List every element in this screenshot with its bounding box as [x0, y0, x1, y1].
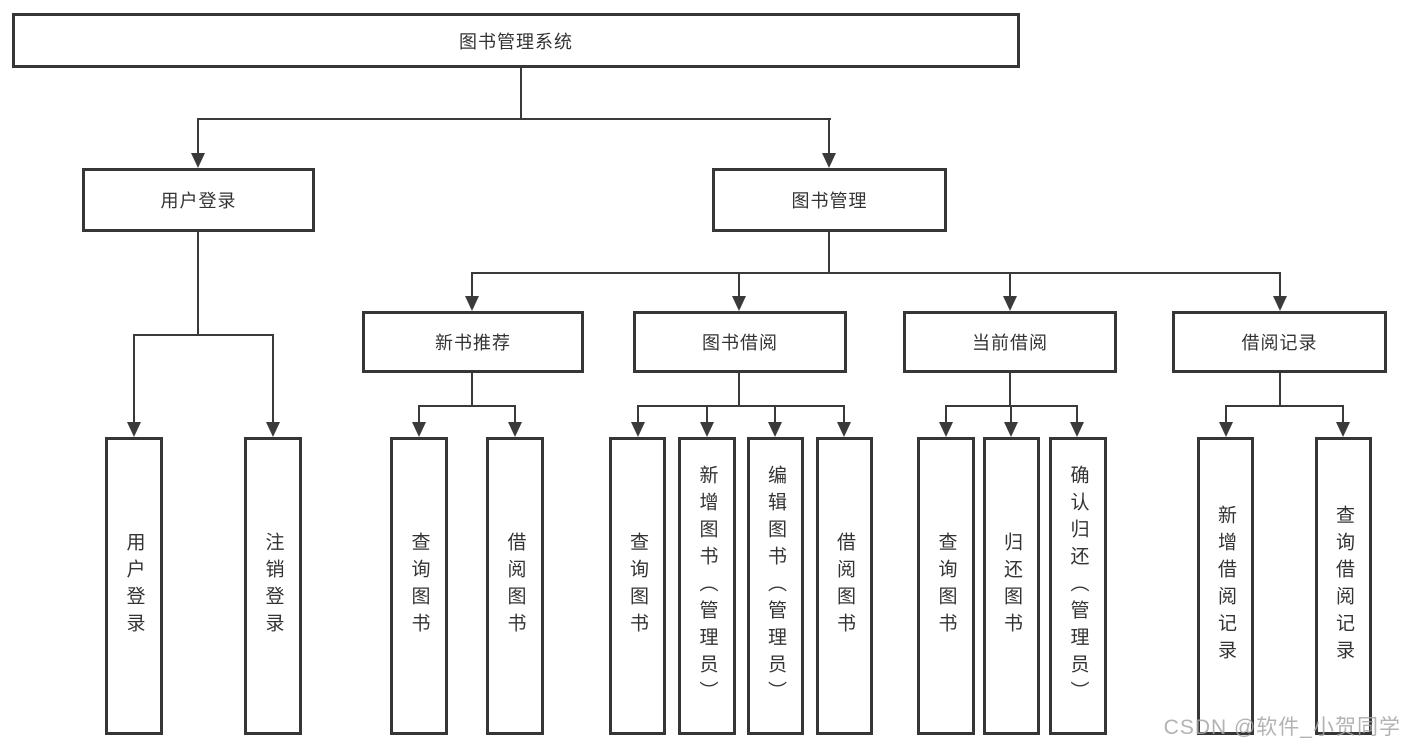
- connector-line: [738, 373, 740, 407]
- leaf-return-book-label: 归还图书: [1001, 532, 1022, 640]
- node-book-management-label: 图书管理: [791, 191, 868, 211]
- connector-line: [471, 272, 473, 298]
- arrowhead-down-icon: [1070, 422, 1084, 437]
- connector-line: [828, 232, 830, 274]
- leaf-confirm-return-admin-label: 确认归还（管理员）: [1067, 464, 1089, 708]
- connector-line: [1076, 405, 1078, 424]
- arrowhead-down-icon: [1003, 296, 1017, 311]
- node-book-borrow-label: 图书借阅: [702, 333, 778, 353]
- connector-line: [272, 334, 274, 424]
- leaf-add-borrow-record: 新增借阅记录: [1197, 437, 1254, 735]
- connector-line: [774, 405, 776, 424]
- connector-line: [197, 118, 199, 156]
- node-borrow-records: 借阅记录: [1172, 311, 1387, 373]
- leaf-edit-book-admin-label: 编辑图书（管理员）: [765, 464, 786, 708]
- csdn-watermark: CSDN @软件_小贺同学: [1163, 716, 1401, 739]
- connector-line: [1225, 405, 1344, 407]
- arrowhead-down-icon: [465, 296, 479, 311]
- leaf-query-book-current: 查询图书: [917, 437, 975, 735]
- node-current-borrow-label: 当前借阅: [972, 333, 1048, 353]
- connector-line: [514, 405, 516, 424]
- connector-line: [133, 334, 274, 336]
- arrowhead-down-icon: [1273, 296, 1287, 311]
- node-book-borrow: 图书借阅: [633, 311, 847, 373]
- leaf-query-book-borrow: 查询图书: [609, 437, 666, 735]
- connector-line: [1342, 405, 1344, 424]
- connector-line: [828, 118, 830, 156]
- leaf-query-book-recommend: 查询图书: [390, 437, 448, 735]
- connector-line: [520, 68, 522, 118]
- connector-line: [738, 272, 740, 298]
- arrowhead-down-icon: [939, 422, 953, 437]
- arrowhead-down-icon: [191, 153, 205, 168]
- node-root-label: 图书管理系统: [459, 31, 573, 52]
- arrowhead-down-icon: [822, 153, 836, 168]
- leaf-add-book-admin-label: 新增图书（管理员）: [696, 464, 718, 708]
- connector-line: [133, 334, 135, 424]
- leaf-edit-book-admin: 编辑图书（管理员）: [747, 437, 804, 735]
- connector-line: [471, 373, 473, 407]
- leaf-query-book-current-label: 查询图书: [935, 532, 957, 640]
- leaf-borrow-book-recommend-label: 借阅图书: [504, 532, 526, 640]
- connector-line: [843, 405, 845, 424]
- connector-line: [197, 118, 831, 120]
- arrowhead-down-icon: [837, 422, 851, 437]
- connector-line: [1279, 272, 1281, 298]
- connector-line: [418, 405, 420, 424]
- leaf-query-borrow-record-label: 查询借阅记录: [1333, 505, 1354, 667]
- node-new-book-recommend: 新书推荐: [362, 311, 584, 373]
- node-borrow-records-label: 借阅记录: [1241, 333, 1318, 353]
- connector-line: [471, 272, 1281, 274]
- connector-line: [1009, 373, 1011, 407]
- leaf-borrow-book-borrow-label: 借阅图书: [834, 532, 855, 640]
- arrowhead-down-icon: [127, 422, 141, 437]
- leaf-add-borrow-record-label: 新增借阅记录: [1215, 505, 1236, 667]
- arrowhead-down-icon: [1219, 422, 1233, 437]
- arrowhead-down-icon: [631, 422, 645, 437]
- leaf-borrow-book-recommend: 借阅图书: [486, 437, 544, 735]
- leaf-query-book-borrow-label: 查询图书: [627, 532, 648, 640]
- node-new-book-recommend-label: 新书推荐: [435, 333, 511, 353]
- leaf-logout-login-label: 注销登录: [262, 532, 284, 640]
- connector-line: [1279, 373, 1281, 407]
- leaf-user-login: 用户登录: [105, 437, 163, 735]
- arrowhead-down-icon: [1336, 422, 1350, 437]
- connector-line: [637, 405, 639, 424]
- node-book-management: 图书管理: [712, 168, 947, 232]
- leaf-query-borrow-record: 查询借阅记录: [1315, 437, 1372, 735]
- connector-line: [418, 405, 516, 407]
- arrowhead-down-icon: [508, 422, 522, 437]
- connector-line: [945, 405, 947, 424]
- arrowhead-down-icon: [266, 422, 280, 437]
- node-root: 图书管理系统: [12, 13, 1020, 68]
- leaf-confirm-return-admin: 确认归还（管理员）: [1049, 437, 1107, 735]
- arrowhead-down-icon: [700, 422, 714, 437]
- arrowhead-down-icon: [412, 422, 426, 437]
- arrowhead-down-icon: [732, 296, 746, 311]
- node-current-borrow: 当前借阅: [903, 311, 1117, 373]
- node-user-login: 用户登录: [82, 168, 315, 232]
- node-user-login-label: 用户登录: [160, 191, 237, 211]
- leaf-borrow-book-borrow: 借阅图书: [816, 437, 873, 735]
- leaf-add-book-admin: 新增图书（管理员）: [678, 437, 736, 735]
- leaf-query-book-recommend-label: 查询图书: [408, 532, 430, 640]
- leaf-return-book: 归还图书: [983, 437, 1040, 735]
- connector-line: [637, 405, 845, 407]
- connector-line: [1009, 272, 1011, 298]
- leaf-logout-login: 注销登录: [244, 437, 302, 735]
- arrowhead-down-icon: [1004, 422, 1018, 437]
- connector-line: [706, 405, 708, 424]
- connector-line: [197, 232, 199, 336]
- connector-line: [1225, 405, 1227, 424]
- connector-line: [1010, 405, 1012, 424]
- leaf-user-login-label: 用户登录: [123, 532, 145, 640]
- arrowhead-down-icon: [768, 422, 782, 437]
